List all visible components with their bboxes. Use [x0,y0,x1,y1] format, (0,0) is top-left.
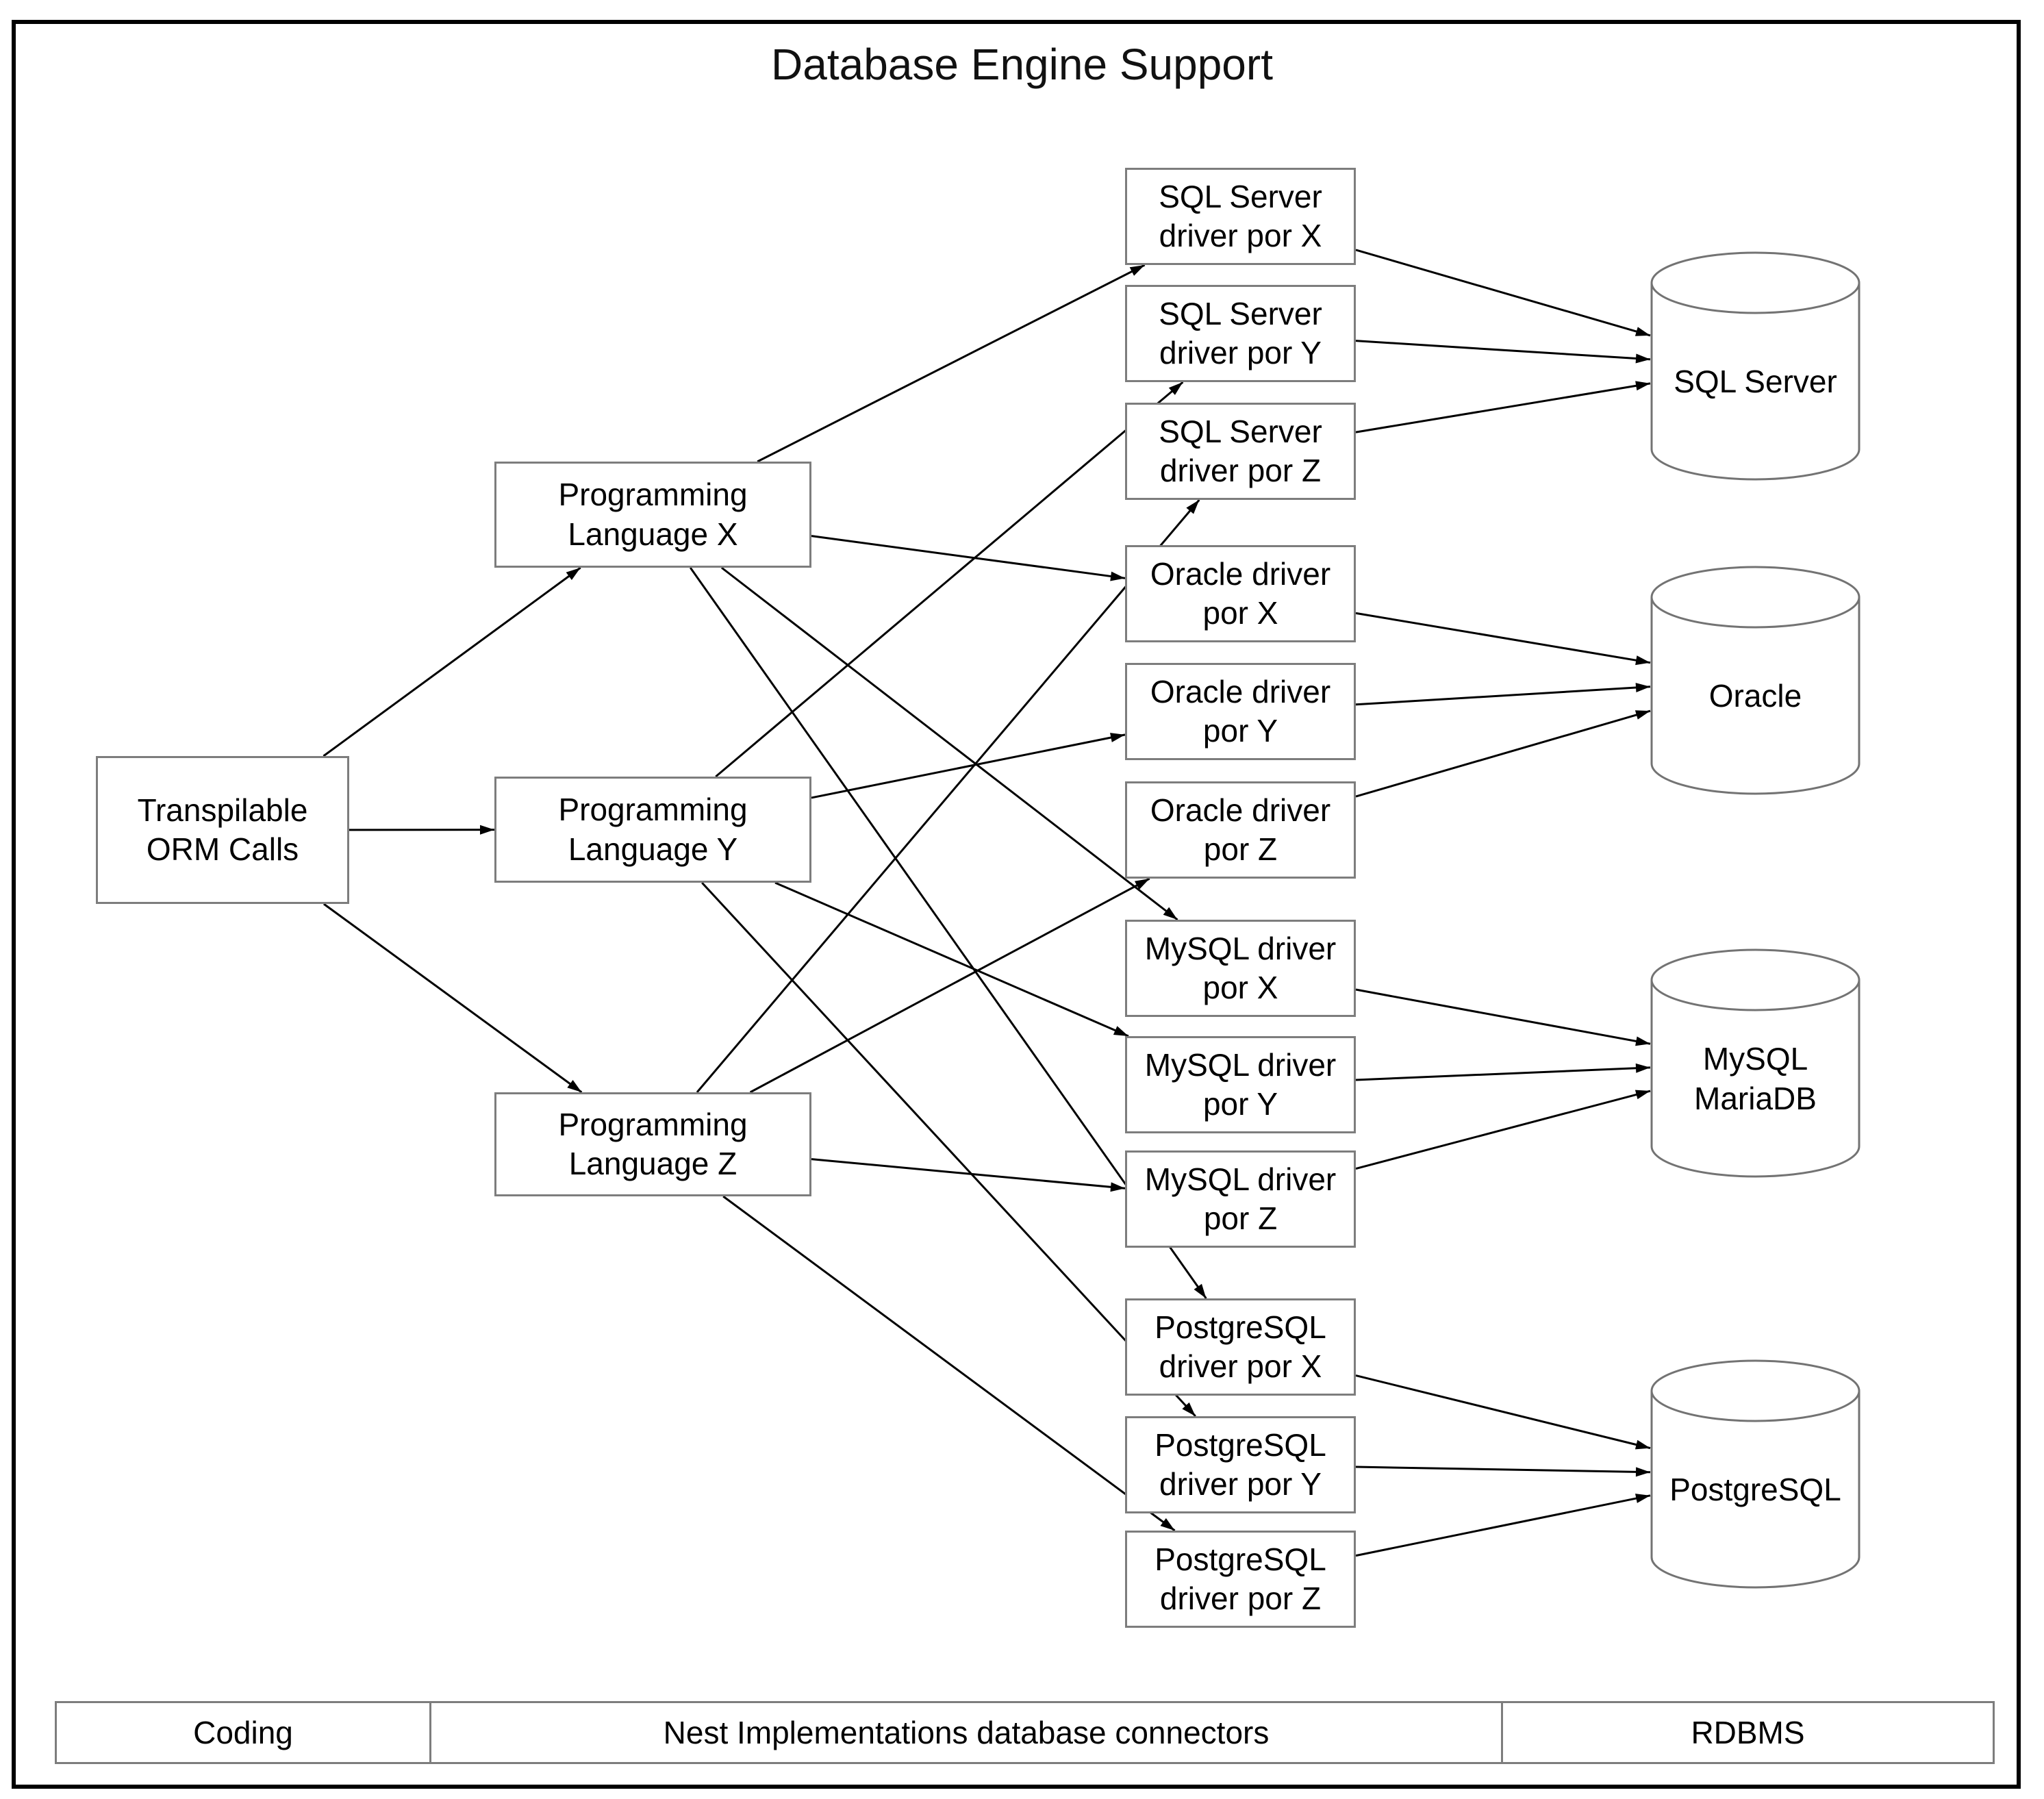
node-sqlserver-driver-x: SQL Server driver por X [1125,168,1356,265]
node-sqlserver-driver-z: SQL Server driver por Z [1125,403,1356,500]
database-cylinder-icon [1650,1359,1860,1589]
node-mysql-driver-x: MySQL driver por X [1125,920,1356,1017]
node-db-postgresql: PostgreSQL [1650,1359,1860,1589]
db-label: MySQL MariaDB [1694,1041,1817,1116]
db-label: PostgreSQL [1669,1471,1841,1507]
db-label: Oracle [1708,677,1802,714]
lane-rdbms: RDBMS [1503,1701,1995,1764]
database-cylinder-icon [1650,948,1860,1178]
database-cylinder-icon [1650,566,1860,795]
node-oracle-driver-y: Oracle driver por Y [1125,663,1356,760]
node-postgresql-driver-x: PostgreSQL driver por X [1125,1298,1356,1396]
node-db-oracle: Oracle [1650,566,1860,795]
node-programming-language-z: Programming Language Z [494,1092,811,1196]
node-mysql-driver-y: MySQL driver por Y [1125,1036,1356,1133]
node-programming-language-y: Programming Language Y [494,777,811,883]
node-postgresql-driver-z: PostgreSQL driver por Z [1125,1531,1356,1628]
node-oracle-driver-x: Oracle driver por X [1125,545,1356,642]
database-cylinder-icon [1650,251,1860,481]
node-programming-language-x: Programming Language X [494,462,811,568]
node-sqlserver-driver-y: SQL Server driver por Y [1125,285,1356,382]
node-postgresql-driver-y: PostgreSQL driver por Y [1125,1416,1356,1513]
node-transpilable-orm-calls: Transpilable ORM Calls [96,756,349,904]
node-db-sqlserver: SQL Server [1650,251,1860,481]
db-label: SQL Server [1674,363,1837,399]
node-oracle-driver-z: Oracle driver por Z [1125,781,1356,879]
page-title: Database Engine Support [771,40,1273,89]
lane-coding: Coding [55,1701,431,1764]
node-mysql-driver-z: MySQL driver por Z [1125,1150,1356,1248]
lane-nest-implementations: Nest Implementations database connectors [431,1701,1503,1764]
node-db-mysql-mariadb: MySQL MariaDB [1650,948,1860,1178]
